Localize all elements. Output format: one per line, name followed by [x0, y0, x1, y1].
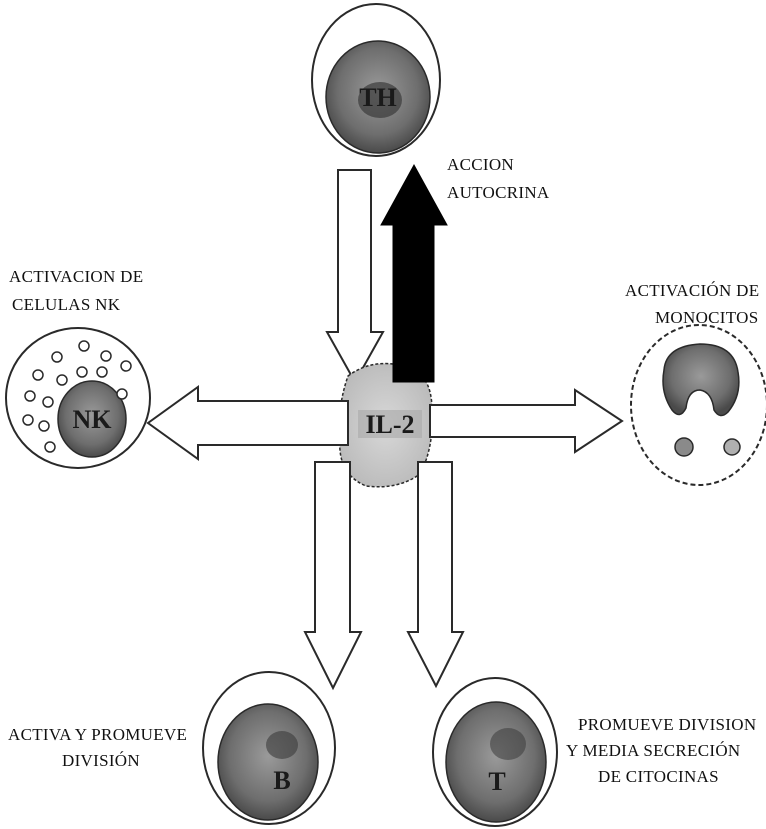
monocito-cell: [631, 325, 766, 485]
nk-cell-label: NK: [73, 405, 113, 434]
t-cell-label: T: [488, 767, 505, 796]
b-cell: B: [203, 672, 335, 824]
nk-label-line2: CELULAS NK: [12, 295, 121, 314]
autocrina-label-line1: ACCION: [447, 155, 514, 174]
b-label-line2: DIVISIÓN: [62, 751, 140, 770]
nk-label-line1: ACTIVACION DE: [9, 267, 143, 286]
nk-activation-label: ACTIVACION DE CELULAS NK: [9, 267, 143, 314]
t-label-line1: PROMUEVE DIVISION: [578, 715, 756, 734]
b-cell-label: B: [273, 766, 290, 795]
il2-to-nk-arrow: [148, 387, 348, 459]
autocrina-label: ACCION AUTOCRINA: [447, 155, 550, 202]
nk-cell: NK: [6, 328, 150, 468]
th-cell: TH: [312, 4, 440, 156]
autocrina-label-line2: AUTOCRINA: [447, 183, 550, 202]
t-cell: T: [433, 678, 557, 826]
autocrine-black-arrow: [381, 165, 447, 382]
il2-to-monocitos-arrow: [430, 390, 622, 452]
t-cell-label-group: PROMUEVE DIVISION Y MEDIA SECRECIÓN DE C…: [566, 715, 756, 786]
il2-to-t-arrow: [408, 462, 463, 686]
t-label-line3: DE CITOCINAS: [598, 767, 719, 786]
monocitos-label-line1: ACTIVACIÓN DE: [625, 281, 759, 300]
il2-label: IL-2: [365, 410, 414, 439]
th-to-il2-arrow: [327, 170, 383, 382]
b-label-line1: ACTIVA Y PROMUEVE: [8, 725, 187, 744]
th-cell-label: TH: [359, 83, 397, 112]
monocitos-label-line2: MONOCITOS: [655, 308, 758, 327]
t-label-line2: Y MEDIA SECRECIÓN: [566, 741, 740, 760]
monocitos-activation-label: ACTIVACIÓN DE MONOCITOS: [625, 281, 759, 327]
il2-to-b-arrow: [305, 462, 361, 688]
b-cell-label-group: ACTIVA Y PROMUEVE DIVISIÓN: [8, 725, 187, 770]
